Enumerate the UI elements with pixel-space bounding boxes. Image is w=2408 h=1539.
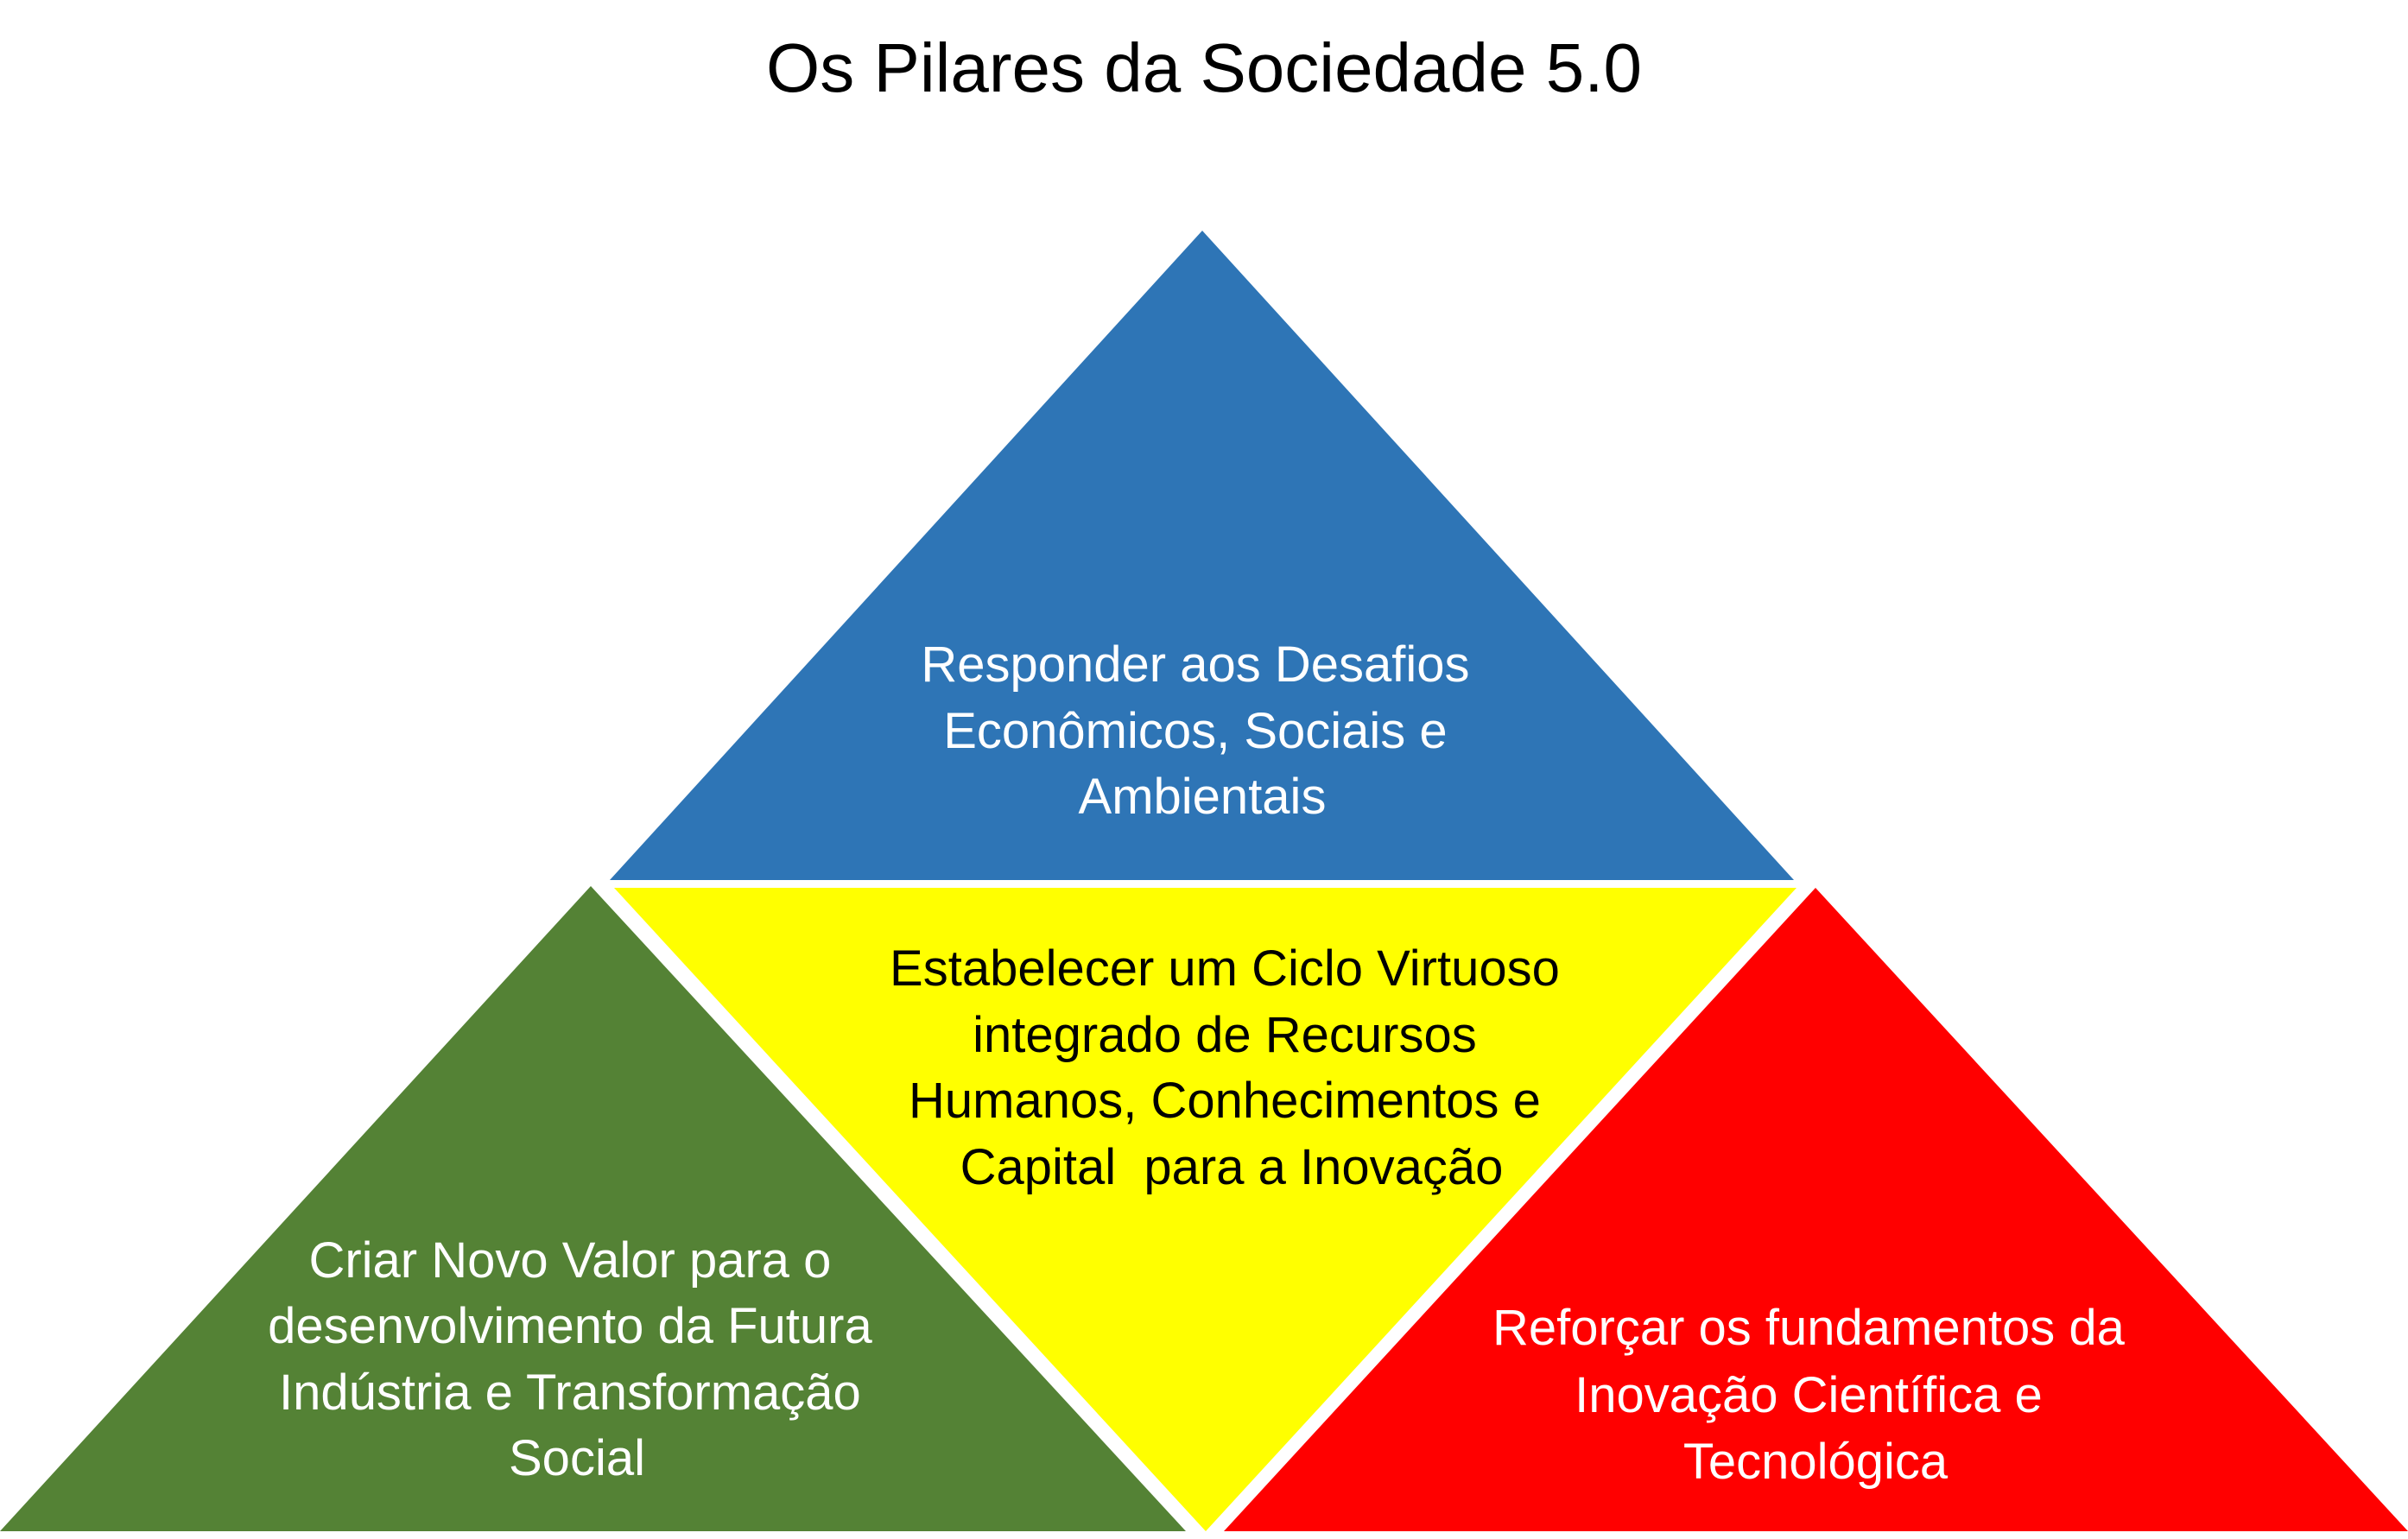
pillar-right-text: Reforçar os fundamentos da Inovação Cien… bbox=[1492, 1300, 2139, 1490]
pillar-top-text: Responder aos Desafios Econômicos, Socia… bbox=[921, 636, 1483, 825]
triangle-right-red bbox=[1224, 888, 2408, 1531]
diagram-title: Os Pilares da Sociedade 5.0 bbox=[766, 29, 1642, 106]
triangle-top-blue bbox=[610, 231, 1794, 880]
triangle-center-yellow bbox=[614, 888, 1796, 1531]
triangle-left-green bbox=[0, 886, 1186, 1531]
pillar-left-text: Criar Novo Valor para o desenvolvimento … bbox=[268, 1232, 886, 1486]
pillar-center-text: Estabelecer um Ciclo Virtuoso integrado … bbox=[890, 940, 1574, 1195]
